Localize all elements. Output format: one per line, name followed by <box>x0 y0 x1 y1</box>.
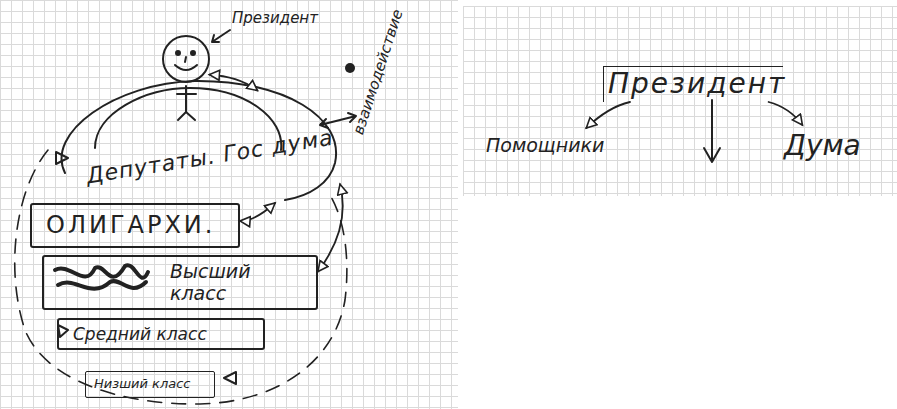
node-label: Дума <box>784 125 876 167</box>
outer-ring <box>62 81 337 200</box>
class-box: Средний класс <box>57 318 265 350</box>
eye <box>176 51 180 55</box>
box-label: Высший класс <box>170 260 270 304</box>
class-box: Низший класс <box>85 371 215 398</box>
box-label: Низший класс <box>86 372 214 396</box>
box-label: Средний класс <box>59 320 263 348</box>
leader-line <box>212 30 230 42</box>
down-arrow <box>704 100 720 162</box>
box-label: ОЛИГАРХИ. <box>32 205 238 246</box>
graph-paper <box>463 6 897 196</box>
ring-label: Депутаты. Гос дума <box>85 125 336 189</box>
head-circle <box>163 36 209 82</box>
president-figure: Президент <box>160 33 212 85</box>
class-box: Высший класс <box>42 255 318 310</box>
smile <box>175 65 197 70</box>
dashed-outer-ellipse <box>15 150 347 404</box>
nose <box>185 57 186 62</box>
connector-arrow <box>318 184 343 271</box>
bracket-heading: Президент <box>603 66 783 102</box>
deputies-ring: Депутаты. Гос дума <box>45 78 340 203</box>
text-node: Помощники <box>486 128 604 162</box>
eye <box>191 51 195 55</box>
cycle-arrowhead <box>224 372 236 384</box>
node-label: Помощники <box>486 128 604 162</box>
crossed-out-scribble <box>55 265 148 289</box>
figure-label: Президент <box>232 9 318 27</box>
connector-arrow <box>240 203 275 221</box>
class-box: ОЛИГАРХИ. <box>30 203 240 248</box>
connector-arrow <box>769 102 803 125</box>
cycle-arrowhead <box>58 325 68 337</box>
smiley-head <box>160 33 212 85</box>
heading-label: Президент <box>604 67 783 101</box>
connector-arrow <box>209 75 257 91</box>
stick-body <box>177 86 196 120</box>
ink-dot <box>345 63 355 73</box>
text-node: Дума <box>784 125 876 167</box>
connector-arrow <box>586 102 630 128</box>
